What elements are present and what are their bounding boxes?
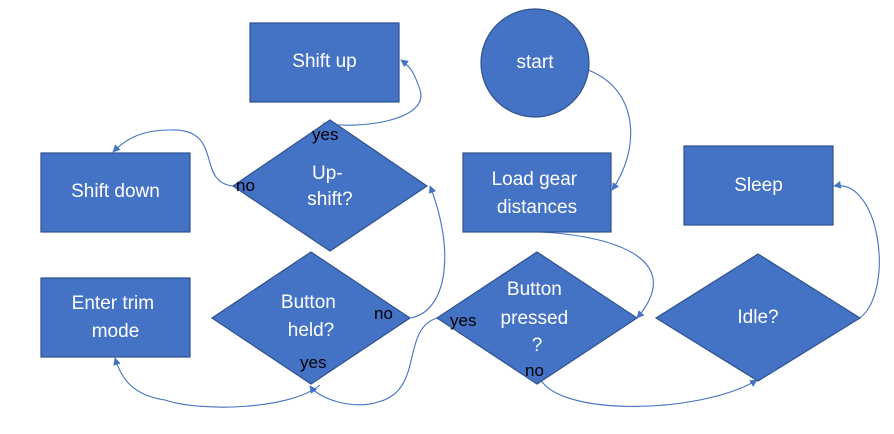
- node-shift-up: Shift up: [249, 22, 400, 103]
- svg-text:Enter trim mode: Enter trim mode: [72, 293, 160, 342]
- button-pressed-diamond: [435, 251, 639, 385]
- idle-diamond: [654, 253, 862, 382]
- node-sleep: Sleep: [683, 145, 834, 226]
- start-label: start: [517, 52, 555, 73]
- load-gear-label-line2: distances: [497, 197, 577, 218]
- svg-text:start: start: [517, 52, 555, 73]
- label-upshift-yes: yes: [312, 125, 338, 144]
- svg-text:Load gear distances: Load gear distances: [492, 169, 583, 218]
- node-shift-down: Shift down: [40, 152, 191, 233]
- edge-labels: yes no no yes yes no: [236, 125, 544, 380]
- button-pressed-label-line2: pressed: [501, 308, 569, 329]
- enter-trim-box: [40, 277, 191, 358]
- shift-down-label: Shift down: [71, 181, 160, 202]
- upshift-label-line2: shift?: [307, 189, 352, 210]
- start-circle: [480, 8, 590, 118]
- node-idle-decision: Idle?: [654, 253, 862, 382]
- sleep-box: [683, 145, 834, 226]
- button-held-diamond: [210, 251, 412, 385]
- connectors: [112, 59, 880, 408]
- edge-button-pressed-yes-to-button-held: [309, 317, 438, 406]
- svg-text:Button pressed ?: Button pressed ?: [501, 279, 574, 356]
- svg-text:Shift down: Shift down: [71, 181, 160, 202]
- load-gear-label-line1: Load gear: [492, 169, 578, 190]
- node-button-pressed-decision: Button pressed ?: [435, 251, 639, 385]
- edge-button-pressed-no-to-idle: [537, 371, 758, 407]
- edge-idle-to-sleep: [833, 181, 880, 319]
- node-button-held-decision: Button held?: [210, 251, 412, 385]
- label-pressed-no: no: [525, 361, 544, 380]
- label-pressed-yes: yes: [450, 311, 476, 330]
- edge-button-held-yes-to-enter-trim: [113, 357, 321, 408]
- shift-up-label: Shift up: [292, 51, 356, 72]
- svg-text:Button held?: Button held?: [281, 292, 341, 341]
- svg-text:Shift up: Shift up: [292, 51, 356, 72]
- button-held-label-line2: held?: [288, 320, 335, 341]
- sleep-label: Sleep: [734, 175, 783, 196]
- shift-down-box: [40, 152, 191, 233]
- enter-trim-label-line1: Enter trim: [72, 293, 154, 314]
- node-start: start: [480, 8, 590, 118]
- svg-text:Up- shift?: Up- shift?: [307, 163, 352, 210]
- label-held-no: no: [374, 304, 393, 323]
- node-upshift-decision: Up- shift?: [231, 119, 429, 252]
- edge-upshift-yes-to-shift-up: [322, 59, 422, 126]
- label-upshift-no: no: [236, 176, 255, 195]
- button-held-label-line1: Button: [281, 292, 336, 313]
- enter-trim-label-line2: mode: [92, 321, 140, 342]
- upshift-diamond: [231, 119, 429, 252]
- edge-button-held-no-to-upshift: [410, 185, 446, 319]
- edge-start-to-load-gear: [587, 69, 632, 191]
- button-pressed-label-line1: Button: [507, 279, 562, 300]
- node-enter-trim: Enter trim mode: [40, 277, 191, 358]
- idle-label: Idle?: [737, 307, 778, 328]
- shift-up-box: [249, 22, 400, 103]
- label-held-yes: yes: [300, 353, 326, 372]
- edge-upshift-no-to-shift-down: [112, 129, 234, 187]
- edge-load-gear-to-button-pressed: [539, 231, 654, 319]
- svg-text:Idle?: Idle?: [737, 307, 778, 328]
- upshift-label-line1: Up-: [312, 163, 343, 184]
- node-load-gear: Load gear distances: [462, 152, 612, 233]
- svg-text:Sleep: Sleep: [734, 175, 783, 196]
- load-gear-box: [462, 152, 612, 233]
- button-pressed-label-line3: ?: [532, 335, 543, 356]
